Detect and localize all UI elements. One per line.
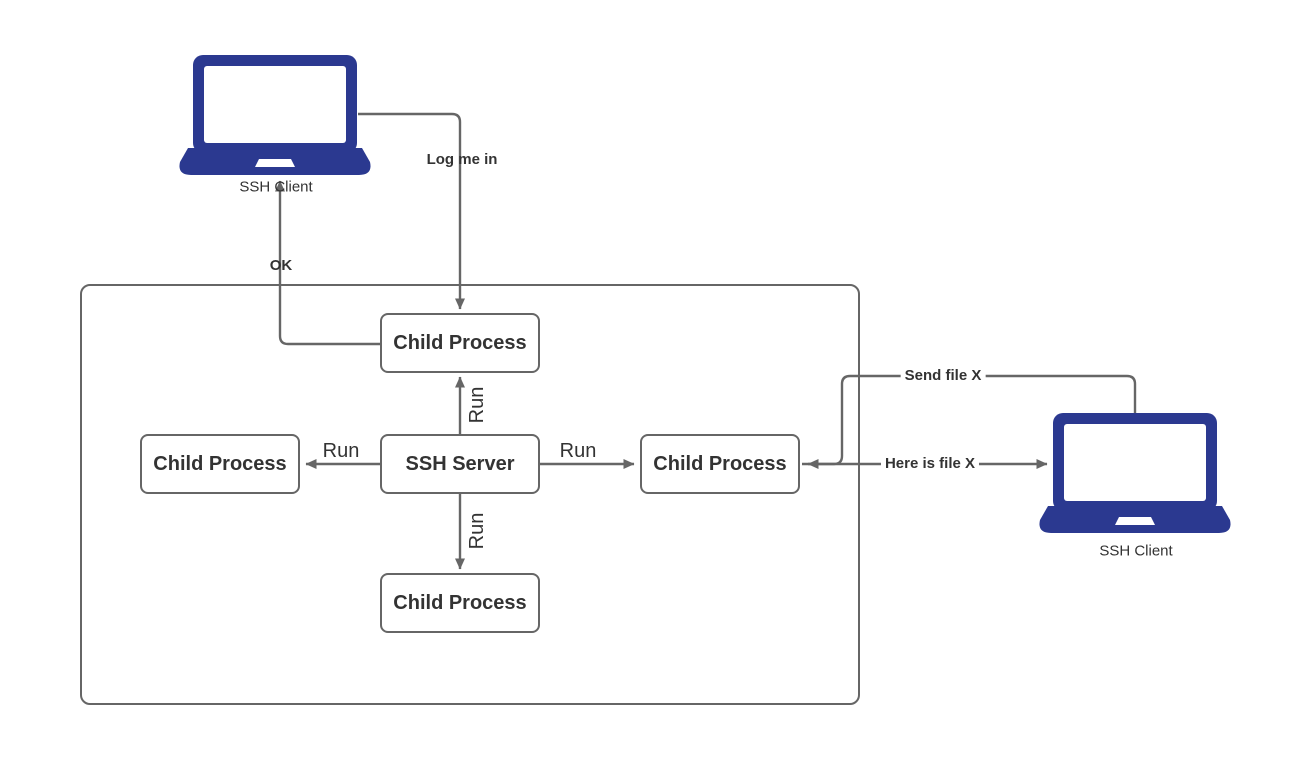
node-label: Child Process: [153, 452, 287, 475]
node-label: Child Process: [653, 452, 787, 475]
edge-label-send-file-x: Send file X: [900, 367, 986, 385]
node-child-process-top: Child Process: [380, 313, 540, 373]
node-child-process-left: Child Process: [140, 434, 300, 494]
edge-ok: [275, 180, 380, 346]
node-label: Child Process: [393, 591, 527, 614]
edge-send-file-x: [807, 374, 1137, 469]
edge-label-run-down: Run: [466, 512, 488, 550]
node-child-process-right: Child Process: [640, 434, 800, 494]
edge-label-log-me-in: Log me in: [426, 150, 498, 168]
laptop-icon-right: [1039, 413, 1231, 533]
node-ssh-server: SSH Server: [380, 434, 540, 494]
edge-log-me-in: [358, 112, 465, 310]
node-child-process-bottom: Child Process: [380, 573, 540, 633]
edge-label-ok: OK: [269, 256, 293, 274]
node-label: SSH Server: [405, 452, 515, 475]
ssh-client-right-label: SSH Client: [1099, 542, 1173, 560]
edge-label-run-right: Run: [559, 440, 597, 462]
edge-label-run-left: Run: [322, 440, 360, 462]
ssh-client-left-label: SSH Client: [239, 178, 313, 196]
node-label: Child Process: [393, 331, 527, 354]
edge-label-here-is-file-x: Here is file X: [880, 455, 980, 473]
laptop-icon-left: [179, 55, 371, 175]
server-boundary-box: [80, 284, 860, 705]
edge-label-run-up: Run: [466, 386, 488, 424]
